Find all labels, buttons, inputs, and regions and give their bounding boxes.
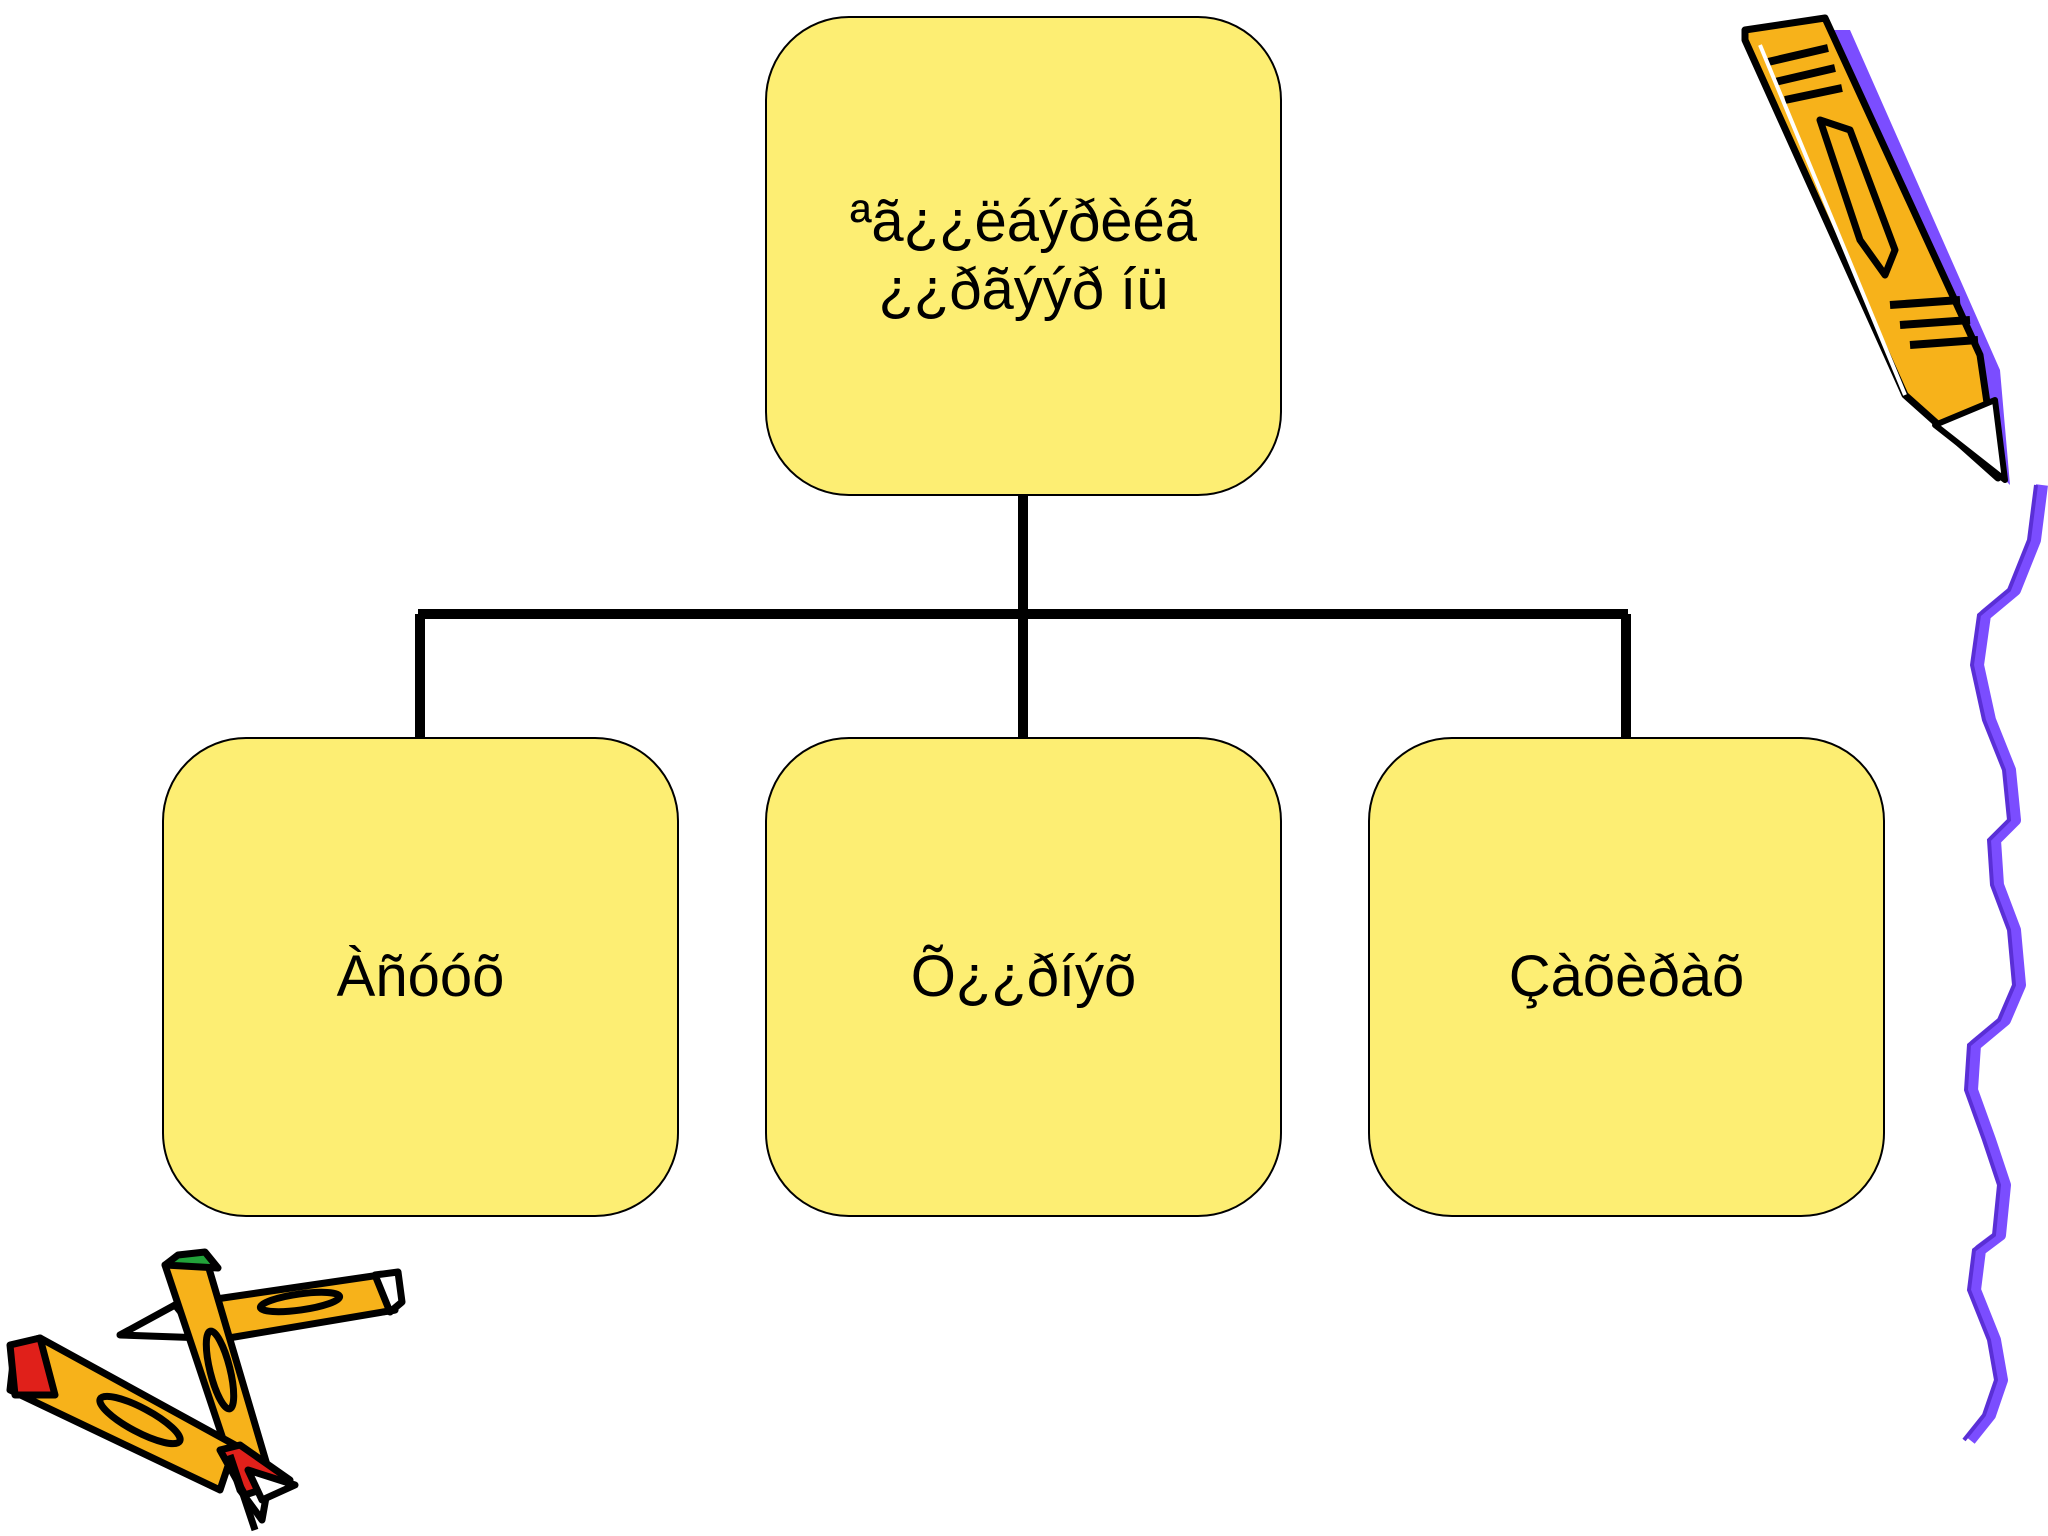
- child-node-box-1: Àñóóõ: [162, 737, 679, 1217]
- child-node-box-2: Õ¿¿ðíýõ: [765, 737, 1282, 1217]
- child-node-label-1: Àñóóõ: [336, 944, 505, 1009]
- root-node-label: ªã¿¿ëáýðèéã ¿¿ðãýýð íü: [850, 188, 1197, 324]
- child-node-label-2: Õ¿¿ðíýõ: [910, 944, 1137, 1009]
- child-node-label-3: Çàõèðàõ: [1508, 944, 1745, 1009]
- root-node-box: ªã¿¿ëáýðèéã ¿¿ðãýýð íü: [765, 16, 1282, 496]
- root-node-line-1: ªã¿¿ëáýðèéã: [849, 189, 1198, 254]
- root-node-line-2: ¿¿ðãýýð íü: [878, 257, 1169, 322]
- child-node-box-3: Çàõèðàõ: [1368, 737, 1885, 1217]
